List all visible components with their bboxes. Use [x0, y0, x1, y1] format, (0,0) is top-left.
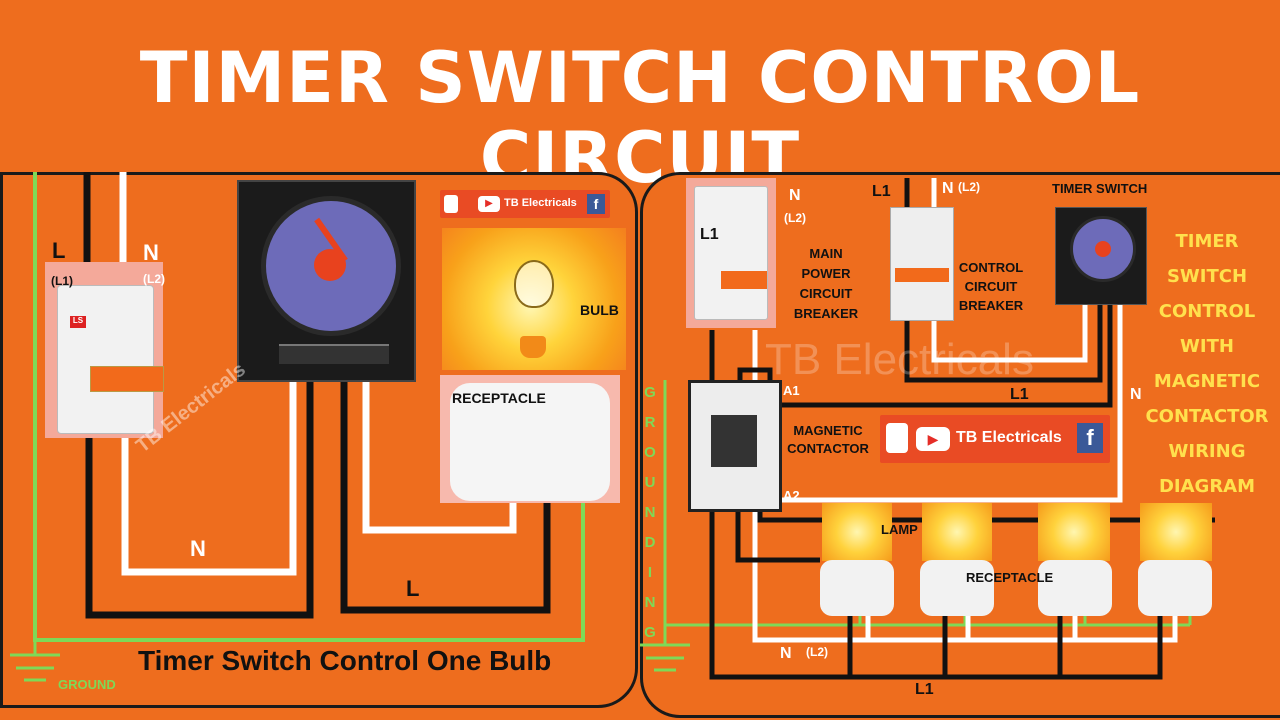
grounding-letter: G: [644, 624, 656, 641]
left-caption: Timer Switch Control One Bulb: [138, 645, 552, 676]
left-L1-label: (L1): [51, 274, 73, 288]
side-caption-line: SWITCH: [1166, 266, 1248, 287]
control-breaker-label-1: CONTROL: [958, 260, 1024, 275]
side-caption-line: TIMER: [1175, 231, 1239, 252]
receptacle-1: [820, 560, 894, 616]
grounding-letter: N: [644, 594, 656, 611]
right-L1-top-label: L1: [700, 226, 719, 243]
left-brand-name: TB Electricals: [504, 197, 577, 209]
right-N-bottom-label: N: [780, 645, 792, 662]
right-timer-switch: [1055, 207, 1147, 305]
left-brand-badge: ▶ TB Electricals f: [440, 190, 610, 218]
left-ground-wires: [33, 172, 585, 642]
right-L1-mid-label: L1: [1010, 386, 1029, 403]
contactor-label: MAGNETIC CONTACTOR: [780, 422, 876, 458]
breaker-toggle[interactable]: [90, 366, 164, 392]
side-caption-line: CONTROL WITH: [1158, 301, 1256, 357]
lamp-label: LAMP: [881, 522, 918, 537]
right-timer-dial[interactable]: [1070, 216, 1136, 282]
bulb-icon: [514, 260, 554, 308]
control-breaker-label-3: BREAKER: [958, 298, 1024, 313]
lamp-box-4: [1140, 503, 1212, 561]
right-timer-dial-center: [1095, 241, 1111, 257]
receptacle-2: [920, 560, 994, 616]
grounding-letter: D: [644, 534, 656, 551]
bulb-socket: [520, 336, 546, 358]
right-L2-bottom-label: (L2): [806, 645, 828, 659]
left-bulb-box: [442, 228, 626, 370]
contactor-coil-face: [711, 415, 757, 467]
right-L1-bottom-label: L1: [915, 681, 934, 698]
contactor-A1-label: A1: [783, 383, 800, 398]
lamp-box-1: [822, 503, 892, 561]
contactor-label-1: MAGNETIC: [793, 423, 863, 438]
right-timer-switch-label: TIMER SWITCH: [1052, 181, 1148, 196]
side-caption-line: DIAGRAM: [1158, 476, 1256, 497]
control-breaker-L2-label: (L2): [958, 180, 980, 194]
grounding-letter: U: [644, 474, 656, 491]
right-receptacle-label: RECEPTACLE: [966, 570, 1054, 585]
main-breaker-label-4: BREAKER: [793, 306, 859, 321]
left-youtube-icon: ▶: [478, 196, 500, 212]
bulb-label: BULB: [580, 302, 619, 318]
side-caption-line: MAGNETIC: [1153, 371, 1261, 392]
control-breaker-toggle[interactable]: [895, 268, 949, 282]
page-title: TIMER SWITCH CONTROL CIRCUIT: [139, 37, 1141, 199]
right-L2-top-label: (L2): [784, 211, 806, 225]
main-breaker-label: MAIN POWER CIRCUIT BREAKER: [786, 244, 866, 324]
side-caption: TIMER SWITCH CONTROL WITH MAGNETIC CONTA…: [1145, 224, 1269, 504]
grounding-letter: I: [647, 564, 653, 581]
right-brand-name: TB Electricals: [956, 429, 1062, 446]
control-breaker-L1-label: L1: [872, 183, 891, 200]
control-breaker-N-label: N: [942, 180, 954, 197]
control-breaker-label: CONTROL CIRCUIT BREAKER: [952, 258, 1030, 315]
left-facebook-icon: f: [587, 194, 605, 214]
grounding-letter: R: [644, 414, 656, 431]
receptacle-body: [450, 383, 610, 501]
grounding-vertical-label: G R O U N D I N G: [643, 378, 657, 648]
left-ground-symbol: [10, 640, 60, 682]
right-ground-symbol: [640, 625, 690, 672]
left-receptacle-label: RECEPTACLE: [452, 390, 546, 406]
left-L-label: L: [52, 238, 66, 263]
control-breaker-label-2: CIRCUIT: [964, 279, 1018, 294]
timer-terminals: [279, 344, 389, 364]
right-facebook-icon: f: [1077, 423, 1103, 453]
right-N-top-label: N: [789, 187, 801, 204]
main-breaker-label-2: POWER: [801, 266, 851, 281]
receptacle-3: [1038, 560, 1112, 616]
right-N-mid-label: N: [1130, 386, 1142, 403]
grounding-letter: N: [644, 504, 656, 521]
side-caption-line: WIRING: [1168, 441, 1246, 462]
left-ground-label: GROUND: [58, 677, 116, 692]
left-timer-switch: [237, 180, 416, 382]
left-N-label: N: [143, 240, 159, 265]
magnetic-contactor: [688, 380, 782, 512]
left-circuit-breaker: LS: [57, 285, 164, 434]
grounding-letter: O: [644, 444, 656, 461]
right-youtube-icon: ▶: [916, 427, 950, 451]
side-caption-line: CONTACTOR: [1145, 406, 1269, 427]
lamp-box-3: [1038, 503, 1110, 561]
left-brand-logo-icon: [444, 195, 458, 213]
grounding-letter: G: [644, 384, 656, 401]
left-L2-label: (L2): [143, 272, 165, 286]
left-receptacle-box: [440, 375, 620, 503]
main-breaker-label-3: CIRCUIT: [799, 286, 853, 301]
contactor-label-2: CONTACTOR: [787, 441, 869, 456]
right-brand-badge: ▶ TB Electricals f: [880, 415, 1110, 463]
timer-dial[interactable]: [261, 196, 401, 336]
left-wire-N-label: N: [190, 536, 206, 561]
control-circuit-breaker: [890, 207, 954, 321]
receptacle-4: [1138, 560, 1212, 616]
right-watermark: TB Electricals: [765, 335, 1034, 384]
right-brand-logo-icon: [886, 423, 908, 453]
lamp-box-2: [922, 503, 992, 561]
contactor-A2-label: A2: [783, 488, 800, 503]
main-power-circuit-breaker: [694, 186, 768, 320]
main-breaker-label-1: MAIN: [809, 246, 843, 261]
breaker-brand-logo: LS: [70, 316, 86, 328]
left-wire-L-label: L: [406, 576, 420, 601]
main-breaker-toggle[interactable]: [721, 271, 767, 289]
